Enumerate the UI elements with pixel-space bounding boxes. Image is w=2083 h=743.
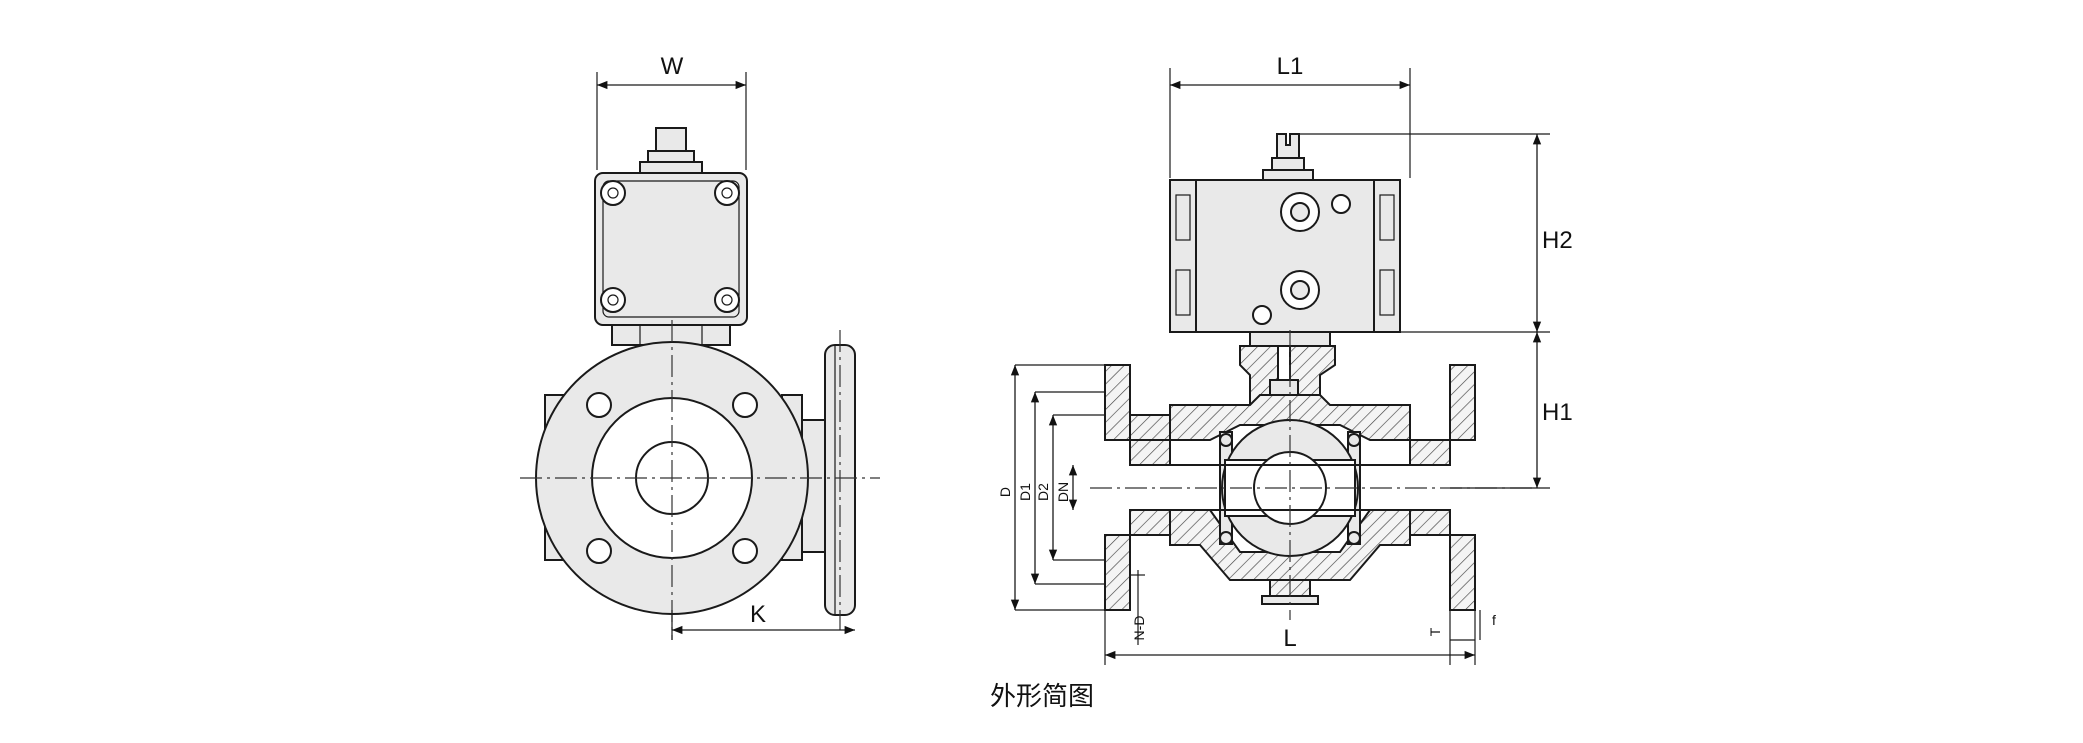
label-d2: D2 <box>1035 483 1051 501</box>
dim-n-d: N-D <box>1130 570 1147 645</box>
dim-diameters: D D1 D2 DN <box>997 364 1105 611</box>
label-h2: H2 <box>1542 227 1573 254</box>
figure-caption: 外形简图 <box>990 682 1095 712</box>
front-actuator <box>594 127 748 346</box>
front-view: W K <box>520 53 880 640</box>
dim-t-f: T f <box>1427 610 1496 665</box>
dim-l: L <box>1104 610 1475 665</box>
label-k: K <box>750 601 766 628</box>
label-h1: H1 <box>1542 399 1573 426</box>
dim-w: W <box>596 53 747 170</box>
section-view: L1 H2 H1 D D1 D2 DN <box>997 53 1573 665</box>
dim-k: K <box>671 601 855 640</box>
label-l: L <box>1283 625 1296 652</box>
label-f: f <box>1492 612 1496 628</box>
label-t: T <box>1427 627 1443 636</box>
dim-h2-h1: H2 H1 <box>1300 133 1573 489</box>
label-n-d: N-D <box>1131 616 1147 641</box>
label-d1: D1 <box>1017 483 1033 501</box>
section-actuator <box>1169 133 1401 333</box>
label-w: W <box>661 53 684 80</box>
label-d: D <box>997 487 1013 497</box>
label-dn: DN <box>1055 482 1071 502</box>
dim-l1: L1 <box>1169 53 1411 178</box>
label-l1: L1 <box>1277 53 1304 80</box>
